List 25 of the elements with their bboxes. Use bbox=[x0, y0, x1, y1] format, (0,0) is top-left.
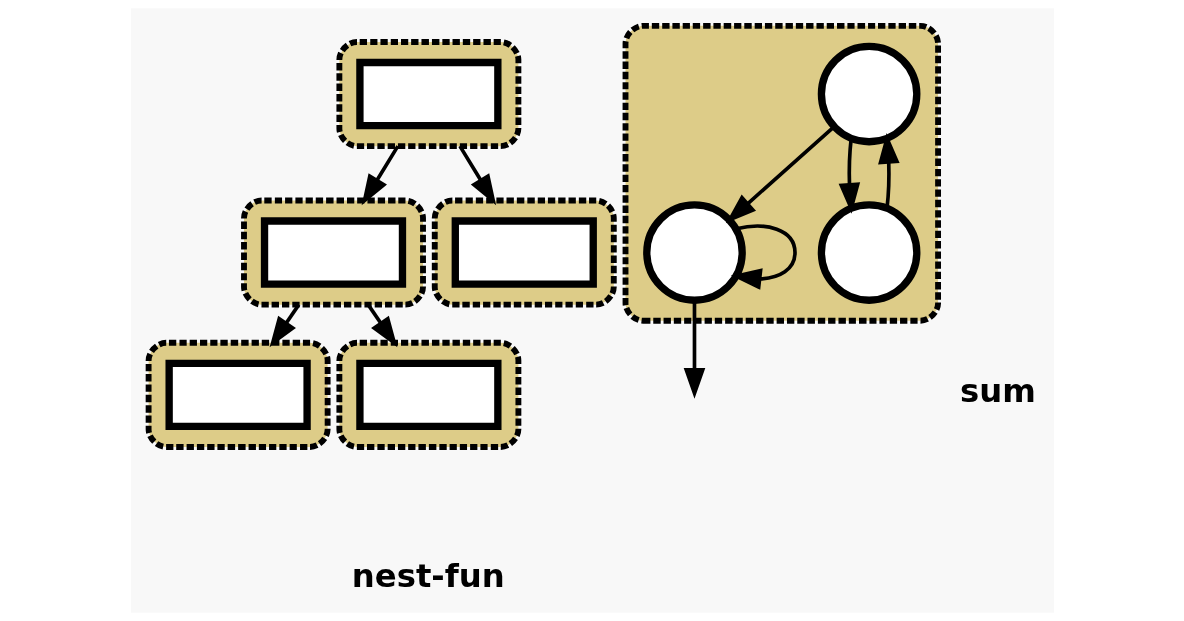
cluster bbox=[240, 197, 426, 308]
cluster bbox=[431, 197, 617, 308]
arrow bbox=[457, 145, 496, 206]
arrow bbox=[269, 303, 300, 348]
arrow bbox=[361, 145, 399, 206]
node-box bbox=[165, 359, 311, 431]
label: sum bbox=[959, 371, 1036, 410]
node-circle bbox=[817, 42, 920, 146]
node-circle bbox=[817, 201, 920, 304]
arrow bbox=[683, 300, 705, 399]
arrow bbox=[730, 224, 797, 290]
arrow bbox=[725, 125, 835, 224]
node-circle bbox=[642, 201, 746, 304]
cluster bbox=[335, 39, 521, 150]
node-box bbox=[260, 217, 406, 288]
arrow bbox=[366, 303, 397, 348]
arrow bbox=[877, 132, 900, 209]
arrow bbox=[838, 138, 860, 214]
cluster bbox=[335, 339, 521, 450]
cluster bbox=[622, 22, 941, 324]
label: nest-fun bbox=[351, 557, 505, 596]
node-box bbox=[451, 217, 597, 288]
cluster bbox=[145, 339, 331, 450]
node-box bbox=[355, 58, 502, 130]
node-box bbox=[355, 359, 502, 431]
